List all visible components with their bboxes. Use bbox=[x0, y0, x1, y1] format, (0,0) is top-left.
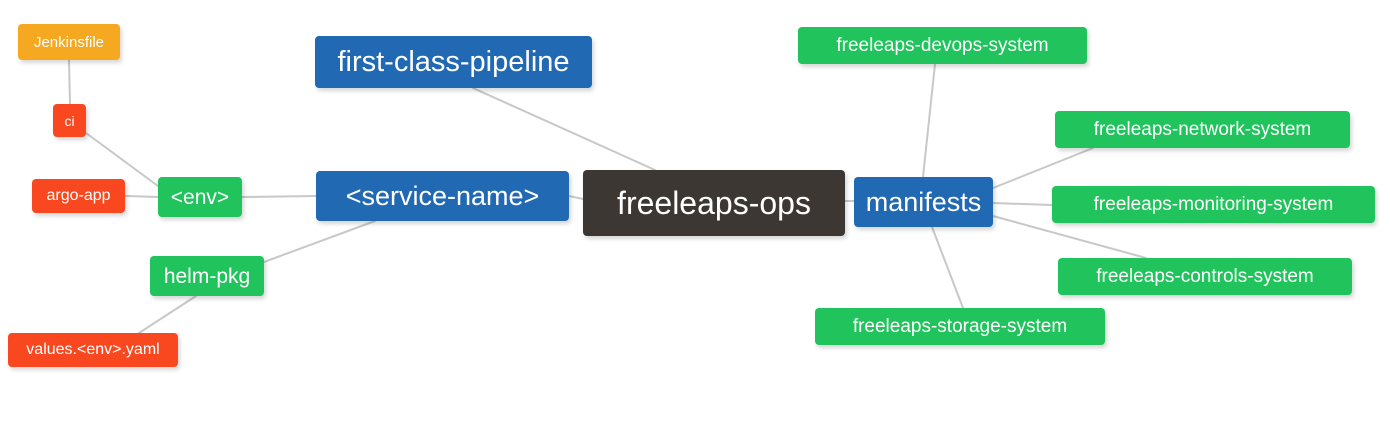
node-label-ci: ci bbox=[64, 112, 75, 129]
node-label-values-env-yaml: values.<env>.yaml bbox=[26, 341, 160, 358]
node-helm-pkg[interactable]: helm-pkg bbox=[150, 256, 264, 296]
node-label-manifests: manifests bbox=[865, 186, 982, 217]
edge-servicename-ops bbox=[568, 195, 584, 200]
node-freeleaps-controls-system[interactable]: freeleaps-controls-system bbox=[1058, 258, 1352, 295]
node-label-freeleaps-monitoring-system: freeleaps-monitoring-system bbox=[1093, 194, 1334, 215]
edge-helmpkg-servicename bbox=[263, 220, 376, 263]
node-first-class-pipeline[interactable]: first-class-pipeline bbox=[315, 36, 592, 88]
edge-valuesyaml-helmpkg bbox=[138, 295, 197, 334]
node-label-freeleaps-network-system: freeleaps-network-system bbox=[1093, 119, 1312, 140]
node-env[interactable]: <env> bbox=[158, 177, 242, 217]
node-label-freeleaps-controls-system: freeleaps-controls-system bbox=[1096, 266, 1314, 287]
edge-manifests-monitoring bbox=[992, 202, 1053, 206]
edge-manifests-devops bbox=[922, 63, 936, 178]
node-label-env: <env> bbox=[170, 185, 230, 209]
node-label-freeleaps-devops-system: freeleaps-devops-system bbox=[836, 35, 1049, 56]
node-label-helm-pkg: helm-pkg bbox=[163, 264, 251, 288]
node-ci[interactable]: ci bbox=[53, 104, 86, 137]
node-jenkinsfile[interactable]: Jenkinsfile bbox=[18, 24, 120, 60]
node-freeleaps-network-system[interactable]: freeleaps-network-system bbox=[1055, 111, 1350, 148]
edge-manifests-storage bbox=[931, 226, 964, 309]
node-freeleaps-storage-system[interactable]: freeleaps-storage-system bbox=[815, 308, 1105, 345]
node-label-argo-app: argo-app bbox=[46, 187, 111, 204]
edge-manifests-network bbox=[992, 147, 1094, 189]
node-freeleaps-monitoring-system[interactable]: freeleaps-monitoring-system bbox=[1052, 186, 1375, 223]
node-argo-app[interactable]: argo-app bbox=[32, 179, 125, 213]
edge-env-servicename bbox=[241, 195, 317, 198]
node-label-freeleaps-storage-system: freeleaps-storage-system bbox=[852, 316, 1068, 337]
edge-argoapp-env bbox=[124, 195, 159, 198]
node-label-service-name: <service-name> bbox=[345, 180, 540, 211]
node-manifests[interactable]: manifests bbox=[854, 177, 993, 227]
edge-jenkinsfile-ci bbox=[68, 59, 71, 105]
node-freeleaps-ops[interactable]: freeleaps-ops bbox=[583, 170, 845, 236]
node-values-env-yaml[interactable]: values.<env>.yaml bbox=[8, 333, 178, 367]
node-label-freeleaps-ops: freeleaps-ops bbox=[617, 185, 811, 221]
node-service-name[interactable]: <service-name> bbox=[316, 171, 569, 221]
node-label-jenkinsfile: Jenkinsfile bbox=[33, 33, 105, 51]
node-freeleaps-devops-system[interactable]: freeleaps-devops-system bbox=[798, 27, 1087, 64]
node-label-first-class-pipeline: first-class-pipeline bbox=[337, 45, 570, 78]
edge-pipeline-ops bbox=[472, 87, 656, 171]
